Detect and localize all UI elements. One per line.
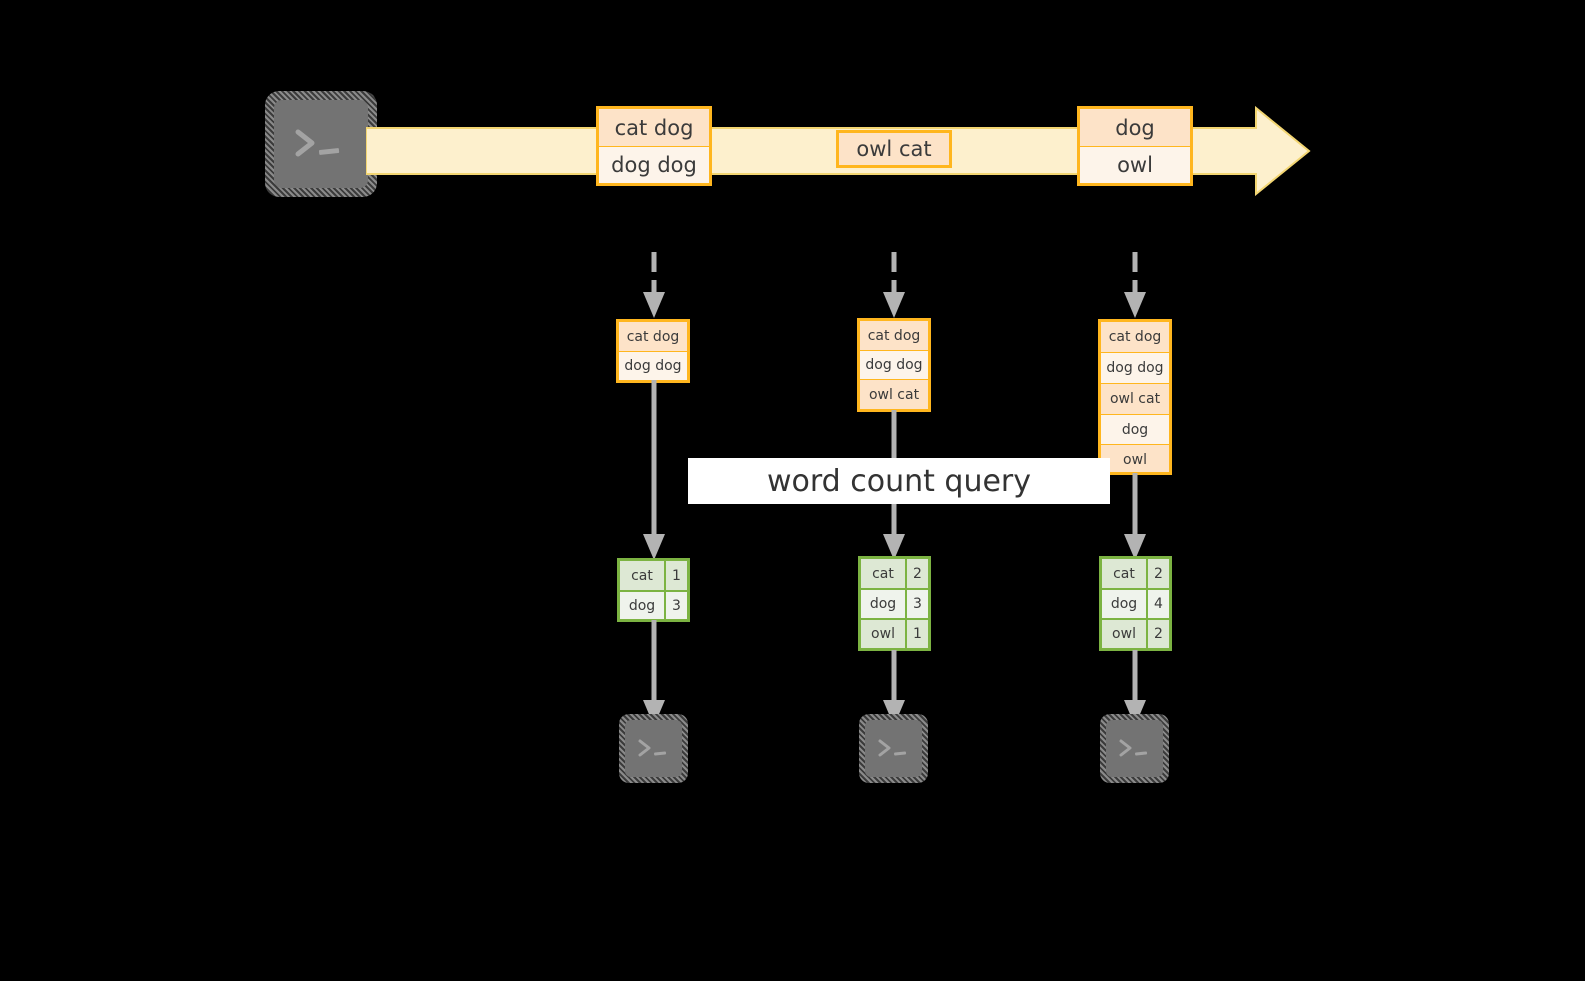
terminal-prompt-glyph bbox=[878, 739, 906, 756]
result-count: 2 bbox=[1146, 620, 1169, 648]
snapshot-1-query-arrow bbox=[640, 380, 668, 566]
snapshot-1-intake-arrow bbox=[640, 252, 668, 324]
stream-record-2: owl cat bbox=[836, 130, 952, 168]
snapshot-1-sink-terminal-icon bbox=[619, 714, 688, 783]
input-line: dog dog bbox=[1101, 352, 1169, 383]
result-word: cat bbox=[620, 561, 664, 590]
result-row: dog 4 bbox=[1102, 588, 1169, 618]
snapshot-3-query-arrow bbox=[1121, 473, 1149, 566]
result-word: cat bbox=[1102, 559, 1146, 588]
snapshot-3-intake-arrow bbox=[1121, 252, 1149, 324]
result-row: dog 3 bbox=[861, 588, 928, 618]
result-word: dog bbox=[620, 592, 664, 619]
query-label-text: word count query bbox=[766, 463, 1032, 499]
input-line: owl cat bbox=[1101, 383, 1169, 414]
result-count: 1 bbox=[905, 620, 928, 648]
snapshot-2-sink-arrow bbox=[880, 650, 908, 732]
result-word: cat bbox=[861, 559, 905, 588]
input-line: dog dog bbox=[619, 351, 687, 380]
snapshot-1-result-table: cat 1 dog 3 bbox=[617, 558, 690, 622]
result-row: cat 2 bbox=[861, 559, 928, 588]
snapshot-1-sink-arrow bbox=[640, 620, 668, 732]
snapshot-2-sink-terminal-icon bbox=[859, 714, 928, 783]
result-row: owl 2 bbox=[1102, 618, 1169, 648]
query-label-band: word count query bbox=[688, 458, 1110, 504]
stream-record-line: cat dog bbox=[599, 109, 709, 146]
snapshot-2-result-table: cat 2 dog 3 owl 1 bbox=[858, 556, 931, 651]
input-line: dog bbox=[1101, 414, 1169, 444]
result-count: 3 bbox=[664, 592, 687, 619]
stream-record-3: dog owl bbox=[1077, 106, 1193, 186]
result-count: 1 bbox=[664, 561, 687, 590]
stream-record-line: dog bbox=[1080, 109, 1190, 146]
terminal-prompt-glyph bbox=[1119, 739, 1147, 756]
terminal-prompt-glyph bbox=[295, 129, 340, 157]
result-row: cat 2 bbox=[1102, 559, 1169, 588]
snapshot-3-sink-terminal-icon bbox=[1100, 714, 1169, 783]
input-line: owl bbox=[1101, 444, 1169, 472]
stream-record-1: cat dog dog dog bbox=[596, 106, 712, 186]
snapshot-2-intake-arrow bbox=[880, 252, 908, 324]
stream-record-line: dog dog bbox=[599, 146, 709, 183]
snapshot-3-sink-arrow bbox=[1121, 650, 1149, 732]
stream-record-line: owl bbox=[1080, 146, 1190, 183]
input-line: cat dog bbox=[619, 322, 687, 351]
input-line: cat dog bbox=[1101, 322, 1169, 352]
result-row: owl 1 bbox=[861, 618, 928, 648]
result-count: 4 bbox=[1146, 590, 1169, 618]
snapshot-3-input-stack: cat dog dog dog owl cat dog owl bbox=[1098, 319, 1172, 475]
result-row: cat 1 bbox=[620, 561, 687, 590]
result-count: 2 bbox=[1146, 559, 1169, 588]
result-count: 2 bbox=[905, 559, 928, 588]
result-word: dog bbox=[861, 590, 905, 618]
snapshot-3-result-table: cat 2 dog 4 owl 2 bbox=[1099, 556, 1172, 651]
result-word: owl bbox=[1102, 620, 1146, 648]
input-line: dog dog bbox=[860, 350, 928, 379]
result-row: dog 3 bbox=[620, 590, 687, 619]
input-line: cat dog bbox=[860, 321, 928, 350]
input-line: owl cat bbox=[860, 379, 928, 409]
stream-record-line: owl cat bbox=[839, 133, 949, 165]
snapshot-1-input-stack: cat dog dog dog bbox=[616, 319, 690, 383]
result-word: owl bbox=[861, 620, 905, 648]
result-word: dog bbox=[1102, 590, 1146, 618]
source-terminal-icon bbox=[265, 91, 377, 197]
terminal-prompt-glyph bbox=[638, 739, 666, 756]
snapshot-2-input-stack: cat dog dog dog owl cat bbox=[857, 318, 931, 412]
result-count: 3 bbox=[905, 590, 928, 618]
